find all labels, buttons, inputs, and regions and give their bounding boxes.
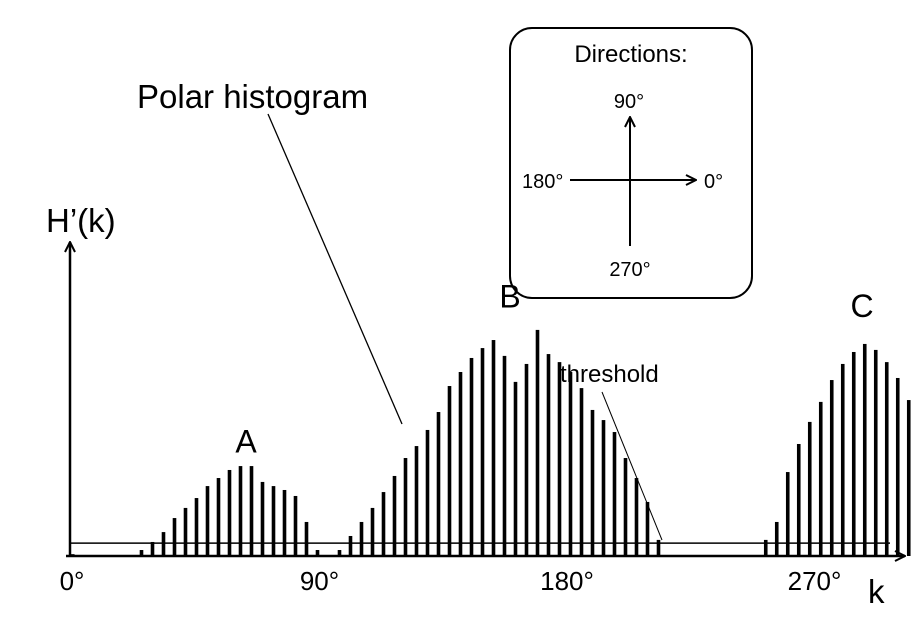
direction-270-label: 270° xyxy=(609,259,650,281)
histogram-bar xyxy=(634,478,639,556)
polar-histogram-pointer xyxy=(267,113,403,425)
x-axis-label: k xyxy=(868,573,885,610)
directions-box xyxy=(509,27,753,299)
direction-0-label: 0° xyxy=(704,171,723,193)
x-tick-label: 90° xyxy=(300,566,339,596)
histogram-bar xyxy=(851,351,856,556)
x-tick-label: 270° xyxy=(788,566,842,596)
histogram-bar xyxy=(370,507,375,556)
histogram-bar xyxy=(238,466,243,556)
histogram-bar xyxy=(139,550,144,556)
peak-label: A xyxy=(235,424,257,460)
histogram-bar xyxy=(337,550,342,556)
histogram-bar xyxy=(546,354,551,556)
histogram-bar xyxy=(645,501,650,556)
histogram-bar xyxy=(392,475,397,556)
direction-180-label: 180° xyxy=(522,171,563,193)
histogram-bar xyxy=(873,349,878,556)
histogram-bar xyxy=(491,340,496,556)
histogram-bar xyxy=(194,498,199,556)
histogram-bar xyxy=(469,357,474,556)
histogram-bar xyxy=(829,380,834,556)
histogram-bar xyxy=(884,362,889,556)
histogram-bar xyxy=(535,329,540,556)
histogram-bar xyxy=(579,388,584,556)
histogram-bar xyxy=(590,409,595,556)
peak-label: B xyxy=(499,279,520,315)
histogram-bar xyxy=(796,443,801,556)
histogram-bar xyxy=(447,386,452,556)
histogram-bars xyxy=(70,329,911,556)
histogram-bar xyxy=(612,432,617,556)
histogram-bar xyxy=(304,521,309,556)
threshold-annotation: threshold xyxy=(560,361,659,388)
histogram-bar xyxy=(414,446,419,556)
directions-title: Directions: xyxy=(574,41,687,68)
histogram-bar xyxy=(282,489,287,556)
histogram-bar xyxy=(895,377,900,556)
histogram-bar xyxy=(818,401,823,556)
direction-90-label: 90° xyxy=(614,91,644,113)
histogram-bar xyxy=(623,458,628,556)
histogram-bar xyxy=(150,541,155,556)
histogram-bar xyxy=(513,381,518,556)
histogram-bar xyxy=(807,421,812,556)
histogram-bar xyxy=(524,363,529,556)
threshold-pointer xyxy=(601,391,663,541)
histogram-bar xyxy=(436,412,441,556)
histogram-bar xyxy=(381,492,386,556)
x-tick-label: 0° xyxy=(60,566,85,596)
histogram-bar xyxy=(216,478,221,556)
histogram-bar xyxy=(403,458,408,556)
polar-histogram-annotation: Polar histogram xyxy=(137,78,368,115)
histogram-bar xyxy=(557,362,562,556)
histogram-bar xyxy=(774,521,779,556)
histogram-bar xyxy=(359,521,364,556)
histogram-bar xyxy=(70,554,75,556)
y-axis-label: H’(k) xyxy=(46,202,116,239)
histogram-bar xyxy=(862,343,867,556)
histogram-bar xyxy=(601,420,606,556)
histogram-bar xyxy=(480,348,485,556)
histogram-bar xyxy=(161,532,166,556)
histogram-bar xyxy=(205,486,210,556)
histogram-bar xyxy=(785,472,790,556)
peak-label: C xyxy=(850,288,873,324)
histogram-bar xyxy=(183,507,188,556)
histogram-bar xyxy=(293,495,298,556)
histogram-bar xyxy=(656,539,661,556)
histogram-bar xyxy=(502,355,507,556)
histogram-bar xyxy=(840,363,845,556)
x-tick-label: 180° xyxy=(540,566,594,596)
histogram-bar xyxy=(763,539,768,556)
histogram-bar xyxy=(458,372,463,556)
directions-inset: Directions: 90° 180° 0° 270° xyxy=(509,27,753,299)
histogram-bar xyxy=(271,486,276,556)
peak-labels: A B C xyxy=(235,279,873,460)
histogram-bar xyxy=(315,550,320,556)
histogram-bar xyxy=(249,466,254,556)
histogram-bar xyxy=(172,518,177,556)
histogram-bar xyxy=(906,400,911,556)
histogram-bar xyxy=(260,481,265,556)
histogram-bar xyxy=(227,469,232,556)
x-tick-labels: 0° 90° 180° 270° xyxy=(60,566,842,596)
histogram-bar xyxy=(568,372,573,556)
histogram-bar xyxy=(425,429,430,556)
histogram-bar xyxy=(348,535,353,556)
